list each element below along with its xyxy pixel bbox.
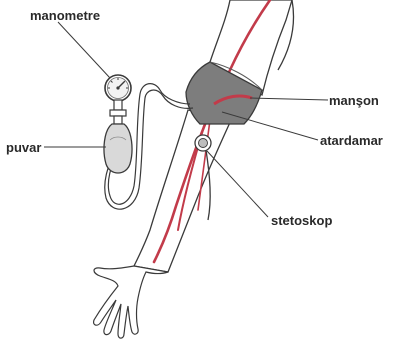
label-stetoskop: stetoskop — [271, 213, 332, 228]
leader-atardamar — [222, 112, 318, 140]
manometer — [105, 75, 131, 101]
leader-manometre — [58, 22, 110, 78]
hand — [94, 266, 168, 338]
forearm — [134, 110, 232, 272]
gauge-connector — [110, 100, 126, 124]
inflation-bulb — [104, 124, 132, 173]
leader-manson — [250, 98, 328, 100]
leader-stetoskop — [207, 151, 268, 217]
label-puvar: puvar — [6, 140, 41, 155]
label-atardamar: atardamar — [320, 133, 383, 148]
label-manson: manşon — [329, 93, 379, 108]
label-manometre: manometre — [30, 8, 100, 23]
